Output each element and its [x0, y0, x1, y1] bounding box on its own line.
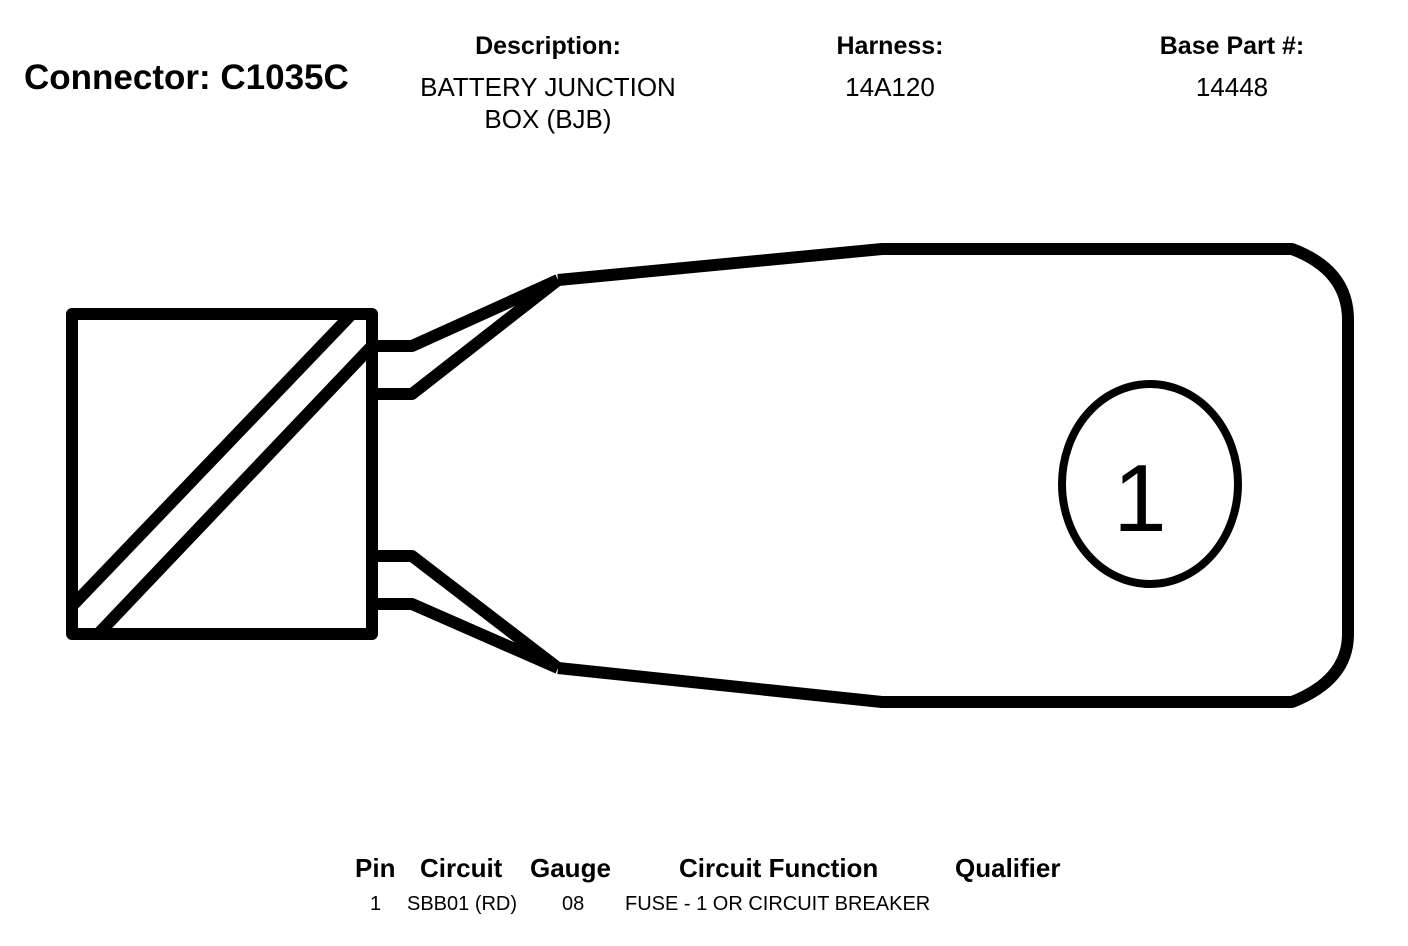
latch-line-lower [95, 343, 375, 637]
lower-neck-outer [374, 598, 561, 674]
description-line-1: BATTERY JUNCTION [420, 72, 676, 102]
table-cell-circuit: SBB01 (RD) [407, 893, 518, 915]
upper-neck-outer [374, 274, 561, 352]
terminal-body [557, 243, 1354, 708]
pin-number-label: 1 [1113, 445, 1166, 552]
connector-outline [66, 243, 1354, 708]
base-part-label: Base Part #: [1159, 32, 1305, 60]
connector-housing [66, 308, 378, 640]
harness-value: 14A120 [845, 72, 935, 102]
upper-neck-inner [374, 275, 562, 400]
lower-neck-inner [374, 550, 562, 673]
column-header-circuit-function: Circuit Function [679, 853, 879, 883]
table-cell-gauge: 08 [562, 893, 585, 915]
description-value: BATTERY JUNCTION BOX (BJB) [398, 71, 698, 135]
column-header-circuit: Circuit [420, 853, 503, 883]
table-cell-circuit-function: FUSE - 1 OR CIRCUIT BREAKER [625, 893, 931, 915]
latch-line-upper [69, 311, 355, 609]
column-header-qualifier: Qualifier [955, 853, 1061, 883]
pin-circle [1058, 380, 1242, 588]
column-header-pin: Pin [355, 853, 396, 883]
column-header-gauge: Gauge [530, 853, 611, 883]
table-cell-pin: 1 [370, 893, 382, 915]
connector-title: Connector: C1035C [24, 58, 349, 97]
description-label: Description: [475, 32, 621, 60]
harness-label: Harness: [836, 32, 944, 60]
description-line-2: BOX (BJB) [484, 104, 612, 134]
connector-diagram: 1 [66, 243, 1354, 708]
base-part-value: 14448 [1195, 72, 1269, 102]
